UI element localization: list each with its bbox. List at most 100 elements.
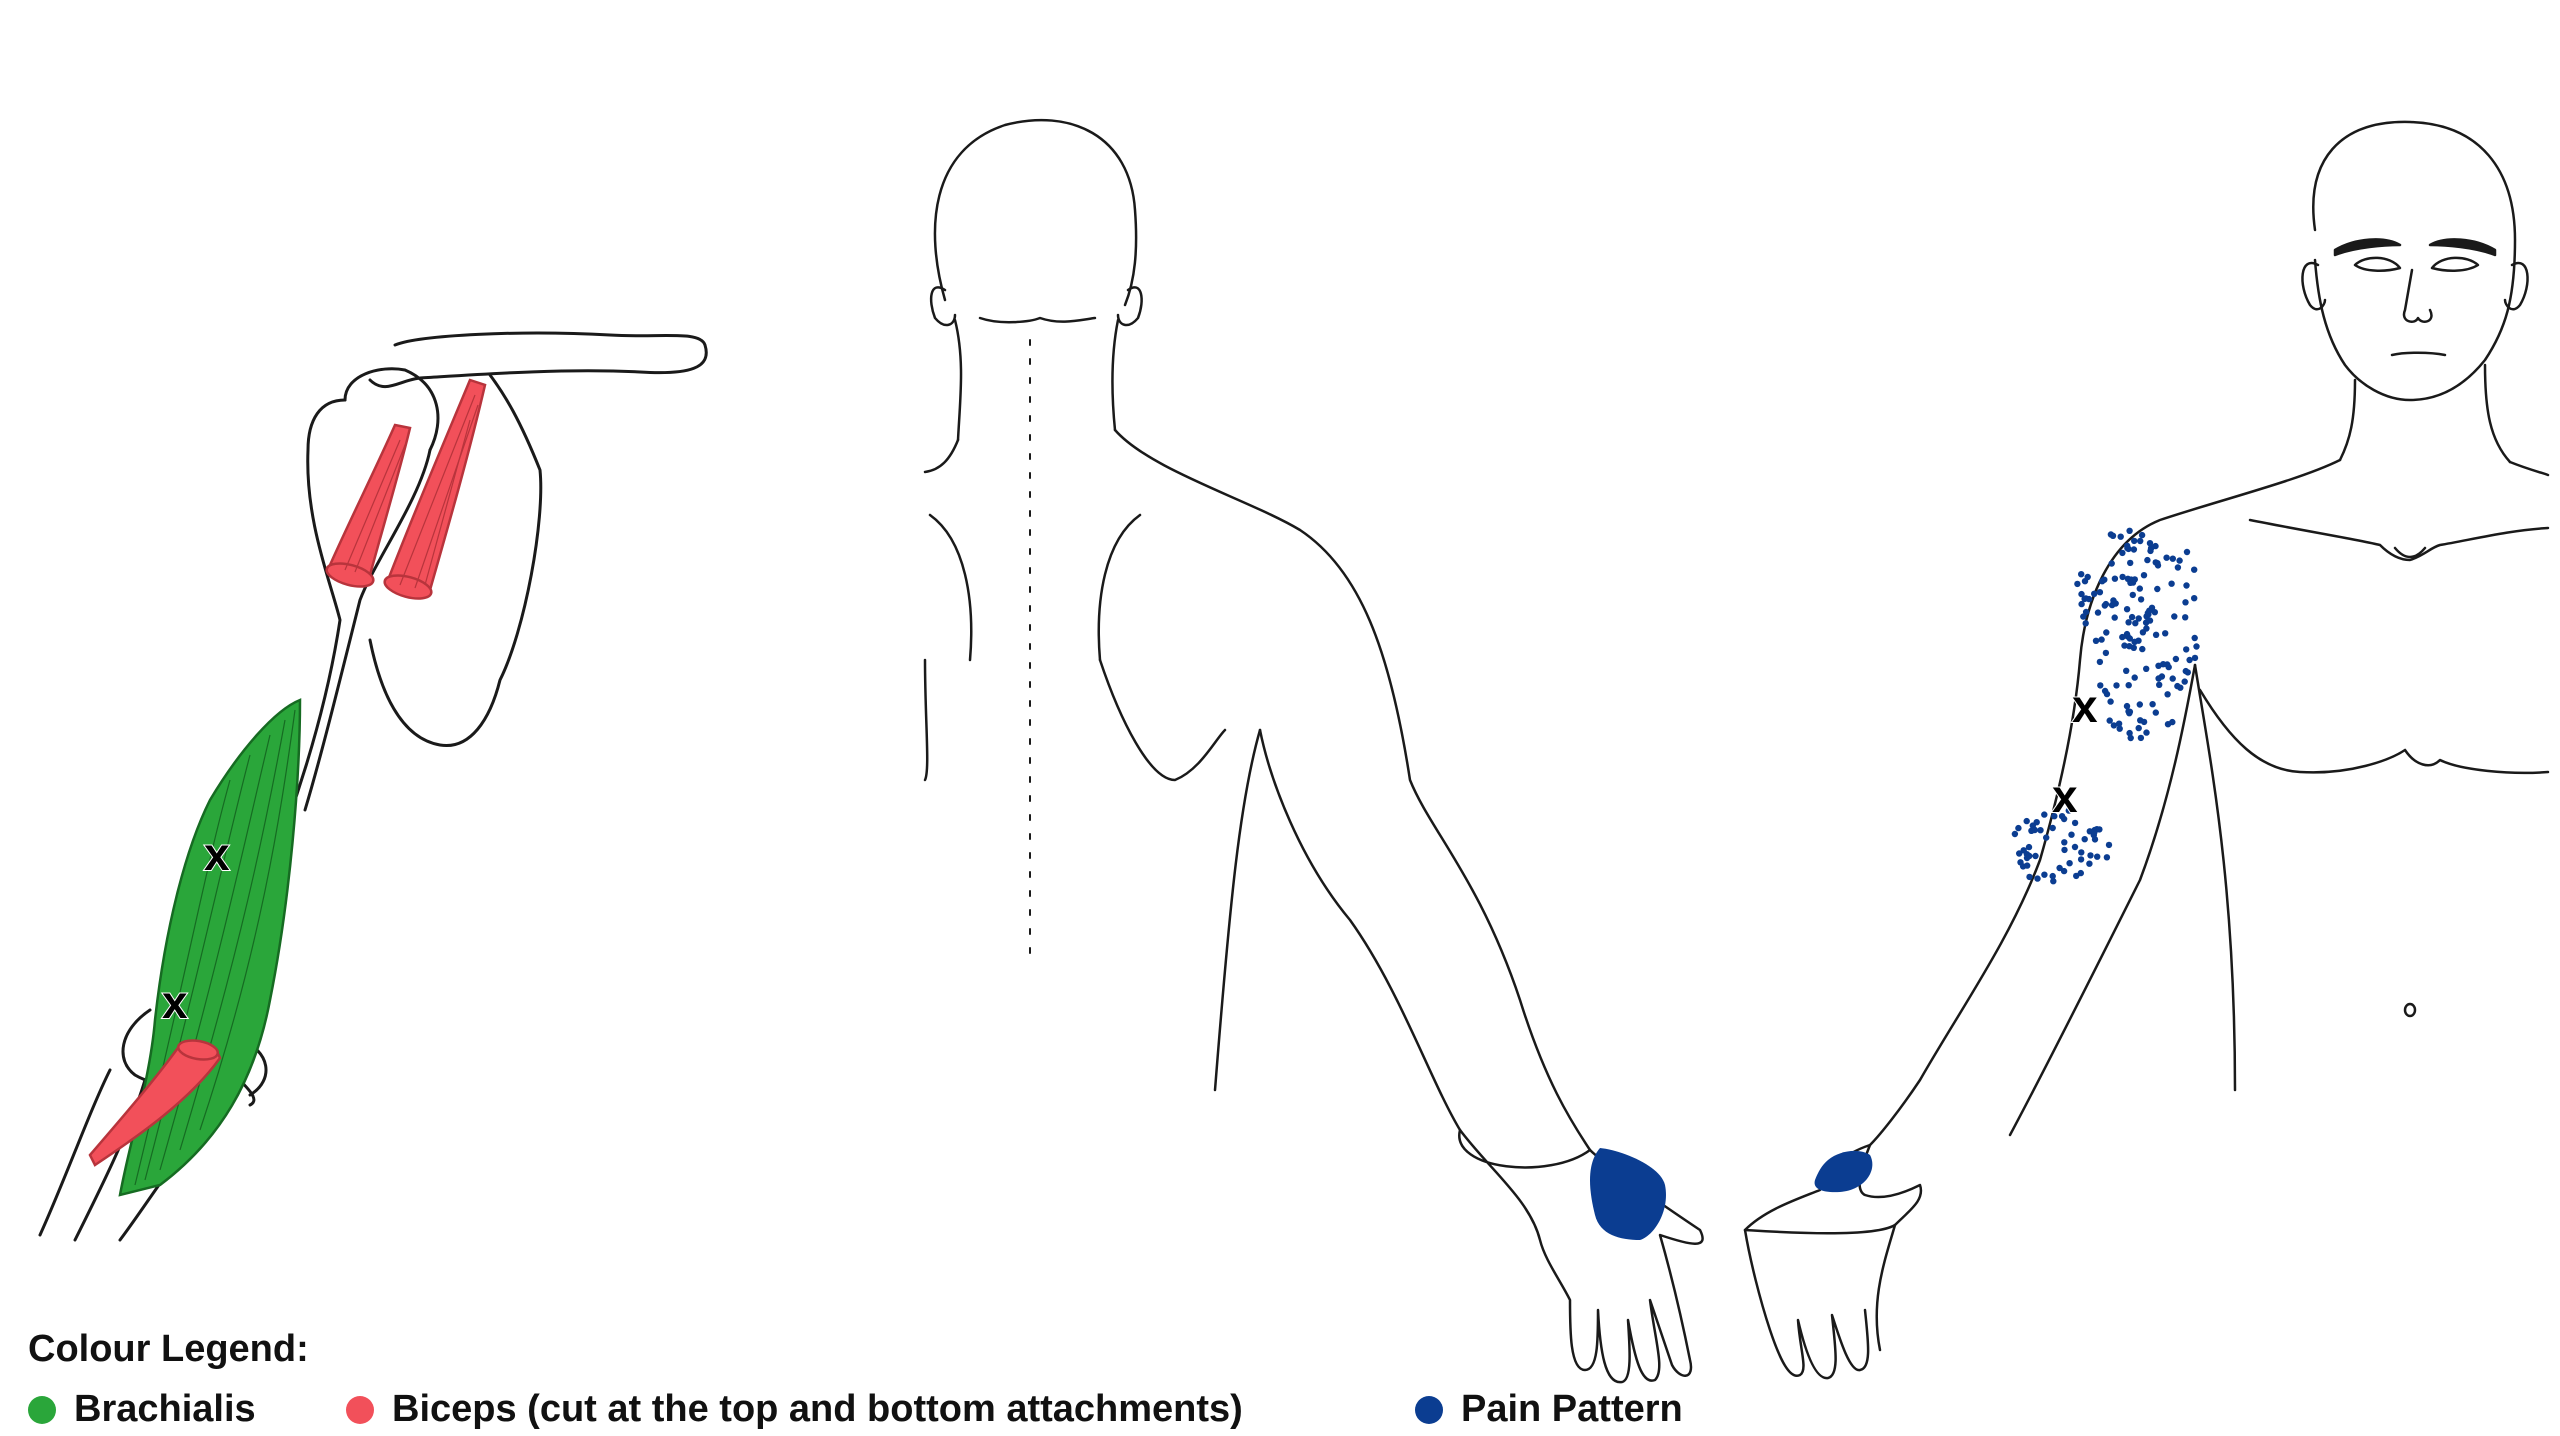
pain-dot <box>2107 698 2114 705</box>
pain-dot <box>2103 854 2111 861</box>
pain-dot <box>2092 637 2100 644</box>
pain-dot <box>2113 682 2120 689</box>
pain-dot <box>2174 564 2182 571</box>
pain-dot <box>2115 720 2123 727</box>
pain-dot <box>2097 682 2104 689</box>
pain-dot <box>2137 537 2144 545</box>
pain-dot <box>2078 600 2085 608</box>
pain-dot <box>2071 843 2079 851</box>
pain-dot <box>2096 826 2103 833</box>
pain-dot <box>2152 709 2159 716</box>
pain-dot <box>2080 613 2087 620</box>
pain-dot <box>2126 635 2133 642</box>
legend-title: Colour Legend: <box>28 1328 309 1370</box>
pain-dot <box>2081 595 2088 603</box>
pain-dot <box>2096 658 2104 666</box>
pain-dot <box>2026 852 2033 860</box>
pain-dot <box>2058 813 2066 820</box>
radius-outline <box>38 1068 112 1237</box>
pain-dot <box>2026 873 2033 881</box>
pain-dot <box>2168 580 2175 587</box>
humerus-shaft-right <box>303 448 432 812</box>
head-back-outline <box>933 118 1138 307</box>
front-left-arm-inner <box>2008 663 2197 1137</box>
pain-dot <box>2191 566 2198 573</box>
legend-swatch-red <box>346 1395 374 1424</box>
pain-dot <box>2117 533 2124 540</box>
pain-dot <box>2181 678 2188 685</box>
pain-dot <box>2034 875 2041 882</box>
pain-dot <box>2073 872 2080 880</box>
pain-dot <box>2061 846 2068 854</box>
pain-dot <box>2182 614 2189 621</box>
pain-dot <box>2169 675 2176 682</box>
humeral-head-outline <box>343 367 440 452</box>
pain-dot <box>2108 560 2115 567</box>
pain-dot <box>2183 646 2190 653</box>
pain-dot <box>2155 675 2162 682</box>
pain-dot <box>2123 606 2131 613</box>
clavicle-outline <box>368 331 708 388</box>
pain-dot <box>2128 613 2136 621</box>
pain-dot <box>2172 655 2180 663</box>
legend-label: Biceps (cut at the top and bottom attach… <box>392 1388 1243 1430</box>
legend-swatch-blue <box>1415 1395 1443 1424</box>
pain-dot <box>2041 871 2048 878</box>
back-torso-side <box>1213 728 1262 1092</box>
pain-dot <box>2137 596 2145 603</box>
pain-dot <box>2066 860 2073 867</box>
pain-dot <box>2125 682 2132 689</box>
trigger-point-x: x <box>2072 680 2098 732</box>
pain-dot <box>2139 645 2146 653</box>
pain-dot <box>2024 862 2031 869</box>
pain-dot <box>2081 836 2088 843</box>
back-right-arm-outer <box>1113 428 1592 1152</box>
pain-dot <box>2123 667 2130 674</box>
legend-swatch-green <box>28 1395 56 1424</box>
pain-dot <box>2125 619 2132 626</box>
pain-dot <box>2077 856 2085 863</box>
pain-dot <box>2109 532 2117 539</box>
biceps-lower-tendon <box>88 1039 222 1167</box>
pain-dot <box>2032 852 2039 860</box>
pain-dot <box>2138 531 2146 539</box>
pain-dot <box>2182 667 2189 675</box>
pain-dot <box>2137 734 2145 742</box>
pain-dot <box>2164 691 2171 698</box>
pain-dot <box>2091 829 2098 836</box>
pain-dot <box>2146 617 2154 624</box>
pain-dot <box>2051 813 2058 820</box>
pain-dot <box>2191 634 2198 642</box>
pain-dot <box>2182 599 2189 606</box>
pain-dot <box>2020 847 2027 854</box>
pain-dot <box>2078 571 2085 578</box>
pain-dot <box>2084 573 2091 581</box>
pain-dot <box>2135 724 2142 732</box>
pain-dot <box>2119 549 2126 557</box>
pain-dot <box>2050 878 2057 885</box>
pain-dot <box>2193 643 2200 650</box>
pain-dot <box>2177 684 2184 691</box>
pain-dots-elbow <box>2011 807 2113 885</box>
pain-dot <box>2154 562 2162 569</box>
pain-dot <box>2119 633 2126 641</box>
pain-dot <box>2096 589 2104 596</box>
pain-dot <box>2148 604 2156 611</box>
pain-dot <box>2098 636 2105 643</box>
pain-dot <box>2127 559 2134 567</box>
pain-dot <box>2086 860 2093 867</box>
pain-dot <box>2126 729 2133 737</box>
pain-dot <box>2094 609 2102 616</box>
pain-dot <box>2056 864 2063 872</box>
pain-dot <box>2119 573 2126 581</box>
pain-dot <box>2135 615 2142 622</box>
pain-dot <box>2156 681 2163 688</box>
pain-dot <box>2011 830 2019 838</box>
pain-dot <box>2162 630 2169 637</box>
pain-dot <box>2143 625 2150 632</box>
pain-dot <box>2121 642 2128 649</box>
pain-dot <box>2186 656 2193 664</box>
legend-item-pain: Pain Pattern <box>1415 1388 1683 1431</box>
pain-dot <box>2077 869 2084 877</box>
left-brow <box>2333 238 2402 257</box>
